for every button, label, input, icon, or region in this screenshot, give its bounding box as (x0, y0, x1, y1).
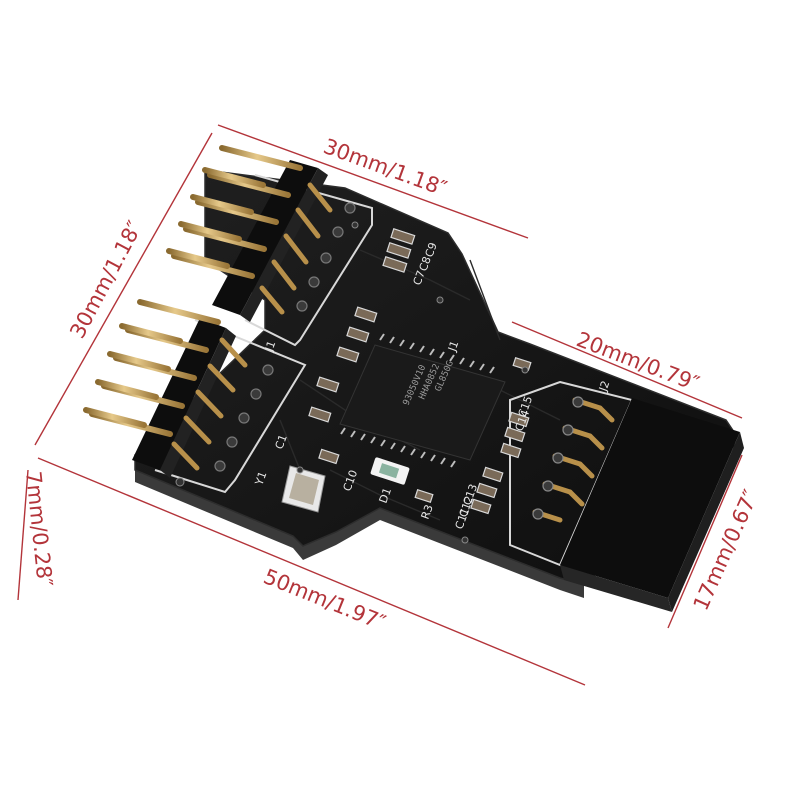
header-j1b-outline (154, 319, 307, 494)
dimension-lines (17, 124, 743, 686)
dim-line-right-height (667, 454, 743, 629)
pin-row-top (166, 145, 303, 279)
dim-line-top-width (217, 124, 529, 239)
crystal-y1 (281, 465, 326, 513)
smd-components (308, 228, 532, 515)
dim-line-left-height (34, 132, 213, 446)
silk-j1: J1 (445, 339, 461, 354)
silk-j2: J2 (596, 379, 612, 394)
silk-c8: C8 (417, 255, 434, 273)
dim-line-bottom-length (37, 457, 586, 686)
silk-d1: D1 (377, 486, 395, 505)
female-header-j2 (532, 396, 744, 612)
male-header-top (166, 145, 356, 322)
silk-j1b: J1 (262, 339, 278, 354)
dim-label-bottom-length: 50mm/1.97″ (260, 564, 389, 635)
led-d1-lens (378, 463, 400, 479)
dim-label-left-height: 30mm/1.18″ (65, 217, 147, 343)
silk-c7: C7 (411, 269, 428, 287)
header-j2-outline (509, 380, 634, 567)
dim-line-thickness (17, 469, 29, 601)
usb-hub-chip: GL850G HHA0852 93050V10 (339, 333, 506, 468)
header-j1-outline (244, 174, 373, 347)
silk-y1: Y1 (252, 470, 269, 488)
dim-line-right-width (511, 321, 743, 419)
vias (175, 221, 529, 544)
silk-c1: C1 (273, 433, 290, 451)
silk-c9: C9 (423, 241, 440, 259)
silk-r3: R3 (419, 503, 436, 521)
dim-label-thickness: 7mm/0.28″ (21, 470, 57, 588)
male-header-bottom (83, 299, 274, 478)
